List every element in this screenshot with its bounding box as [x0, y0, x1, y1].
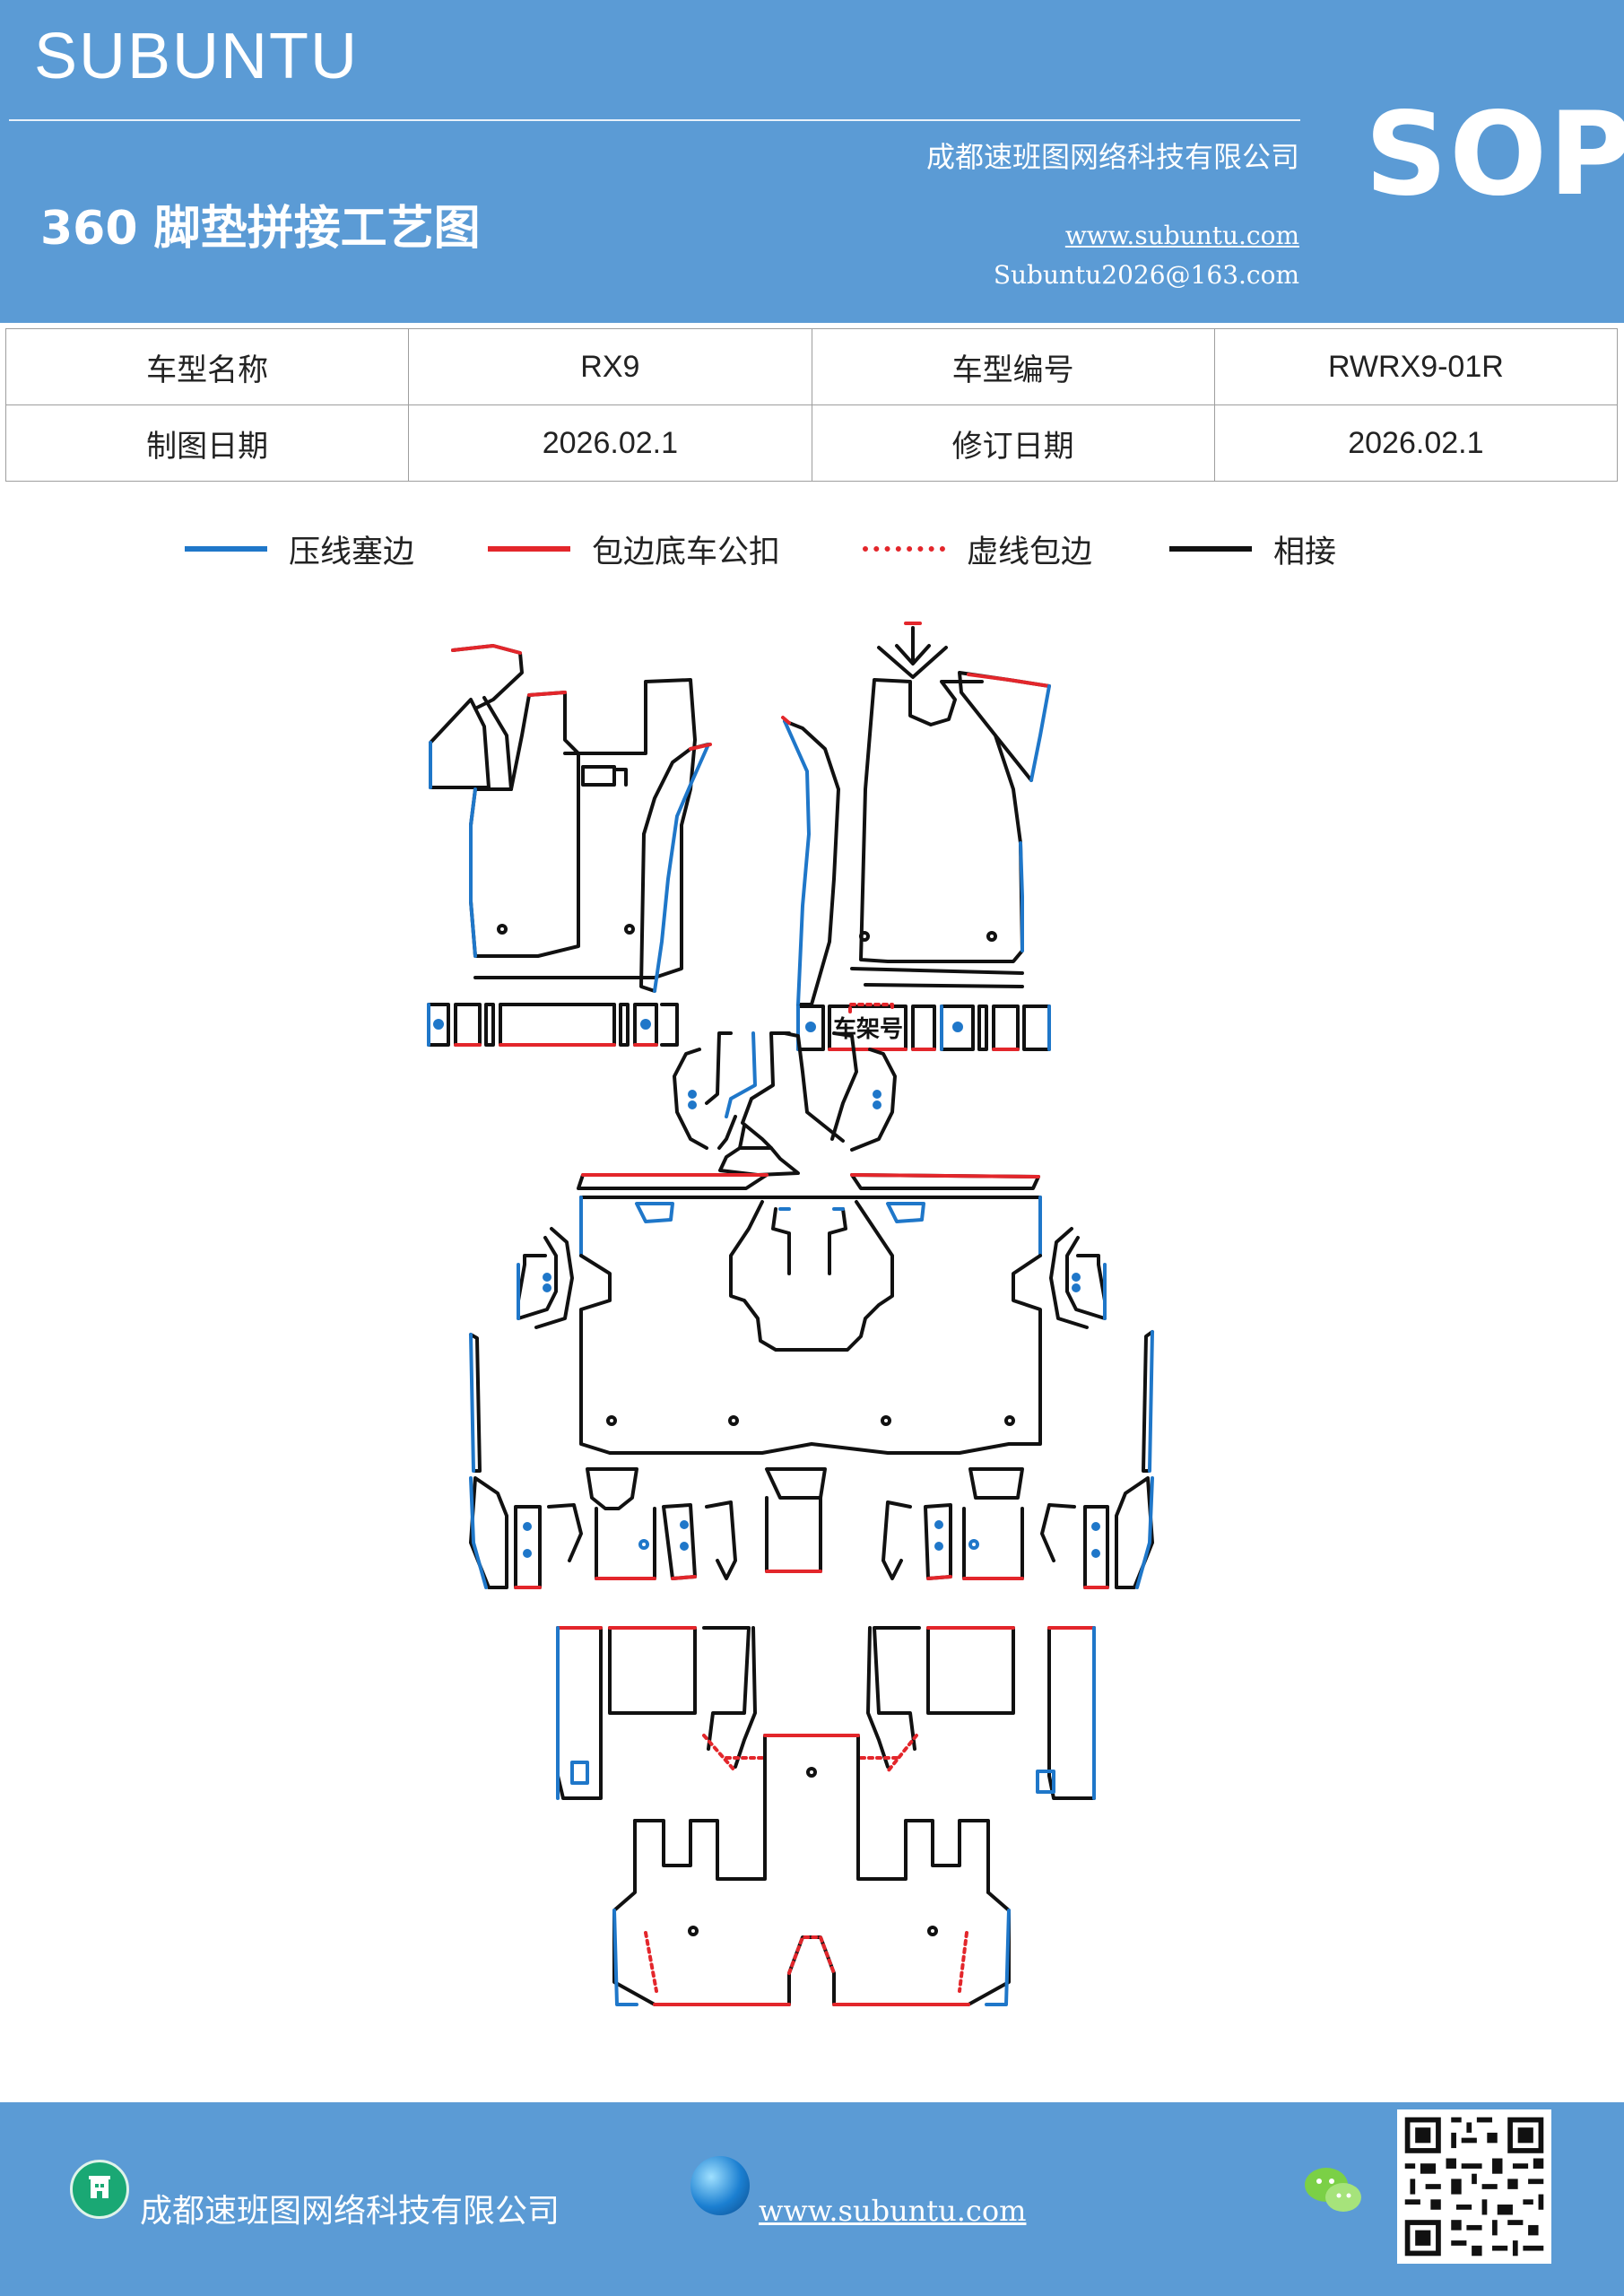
center-console-piece	[673, 1031, 897, 1177]
legend: 压线塞边 包边底车公扣 虚线包边 相接	[0, 522, 1624, 576]
legend-swatch-blue	[185, 546, 267, 552]
middle-lower-strip	[469, 1467, 1154, 1589]
legend-item-join: 相接	[1169, 522, 1336, 576]
email-address: Subuntu2026@163.com	[993, 260, 1299, 290]
footer-website-link[interactable]: www.subuntu.com	[759, 2194, 1027, 2228]
model-name-value: RX9	[408, 328, 812, 405]
header-banner	[0, 0, 1624, 323]
front-left-mat	[427, 644, 712, 1047]
floor-mat-diagram: 车架号	[427, 622, 1154, 2006]
model-code-label: 车型编号	[811, 328, 1215, 405]
middle-row-mat	[577, 1173, 1042, 1455]
third-row-mat	[556, 1626, 1096, 2006]
front-right-mat: 车架号	[781, 622, 1051, 1051]
legend-label: 包边底车公扣	[592, 534, 781, 570]
brand-name: SUBUNTU	[34, 21, 360, 92]
draw-date-value: 2026.02.1	[408, 404, 812, 482]
sop-logo: SOP	[1365, 88, 1624, 222]
document-title: 360 脚垫拼接工艺图	[40, 202, 481, 256]
building-icon	[70, 2160, 129, 2219]
model-code-value: RWRX9-01R	[1213, 328, 1619, 405]
website-link[interactable]: www.subuntu.com	[1064, 221, 1299, 250]
legend-label: 相接	[1273, 534, 1337, 570]
legend-swatch-red-dotted	[863, 546, 945, 552]
qr-code-icon[interactable]	[1397, 2109, 1551, 2264]
model-name-label: 车型名称	[4, 328, 410, 405]
footer-company-name: 成都速班图网络科技有限公司	[140, 2193, 560, 2230]
revision-date-label: 修订日期	[811, 404, 1215, 482]
wechat-icon[interactable]	[1302, 2163, 1365, 2217]
revision-date-value: 2026.02.1	[1213, 404, 1619, 482]
header-divider	[9, 119, 1300, 121]
legend-swatch-black	[1169, 546, 1252, 552]
table-row: 车型名称 RX9 车型编号 RWRX9-01R	[4, 328, 1619, 405]
legend-swatch-red	[488, 546, 570, 552]
legend-item-edge-buckle: 包边底车公扣	[488, 522, 780, 576]
company-name: 成都速班图网络科技有限公司	[925, 140, 1299, 174]
legend-item-dotted-edge: 虚线包边	[863, 522, 1092, 576]
legend-item-press-line: 压线塞边	[185, 522, 414, 576]
vehicle-info-table: 车型名称 RX9 车型编号 RWRX9-01R 制图日期 2026.02.1 修…	[4, 328, 1619, 482]
draw-date-label: 制图日期	[4, 404, 410, 482]
table-row: 制图日期 2026.02.1 修订日期 2026.02.1	[4, 404, 1619, 482]
middle-side-pieces	[469, 1227, 1154, 1473]
frame-number-label: 车架号	[833, 1015, 903, 1043]
legend-label: 虚线包边	[967, 534, 1093, 570]
globe-icon	[690, 2156, 750, 2215]
legend-label: 压线塞边	[289, 534, 415, 570]
